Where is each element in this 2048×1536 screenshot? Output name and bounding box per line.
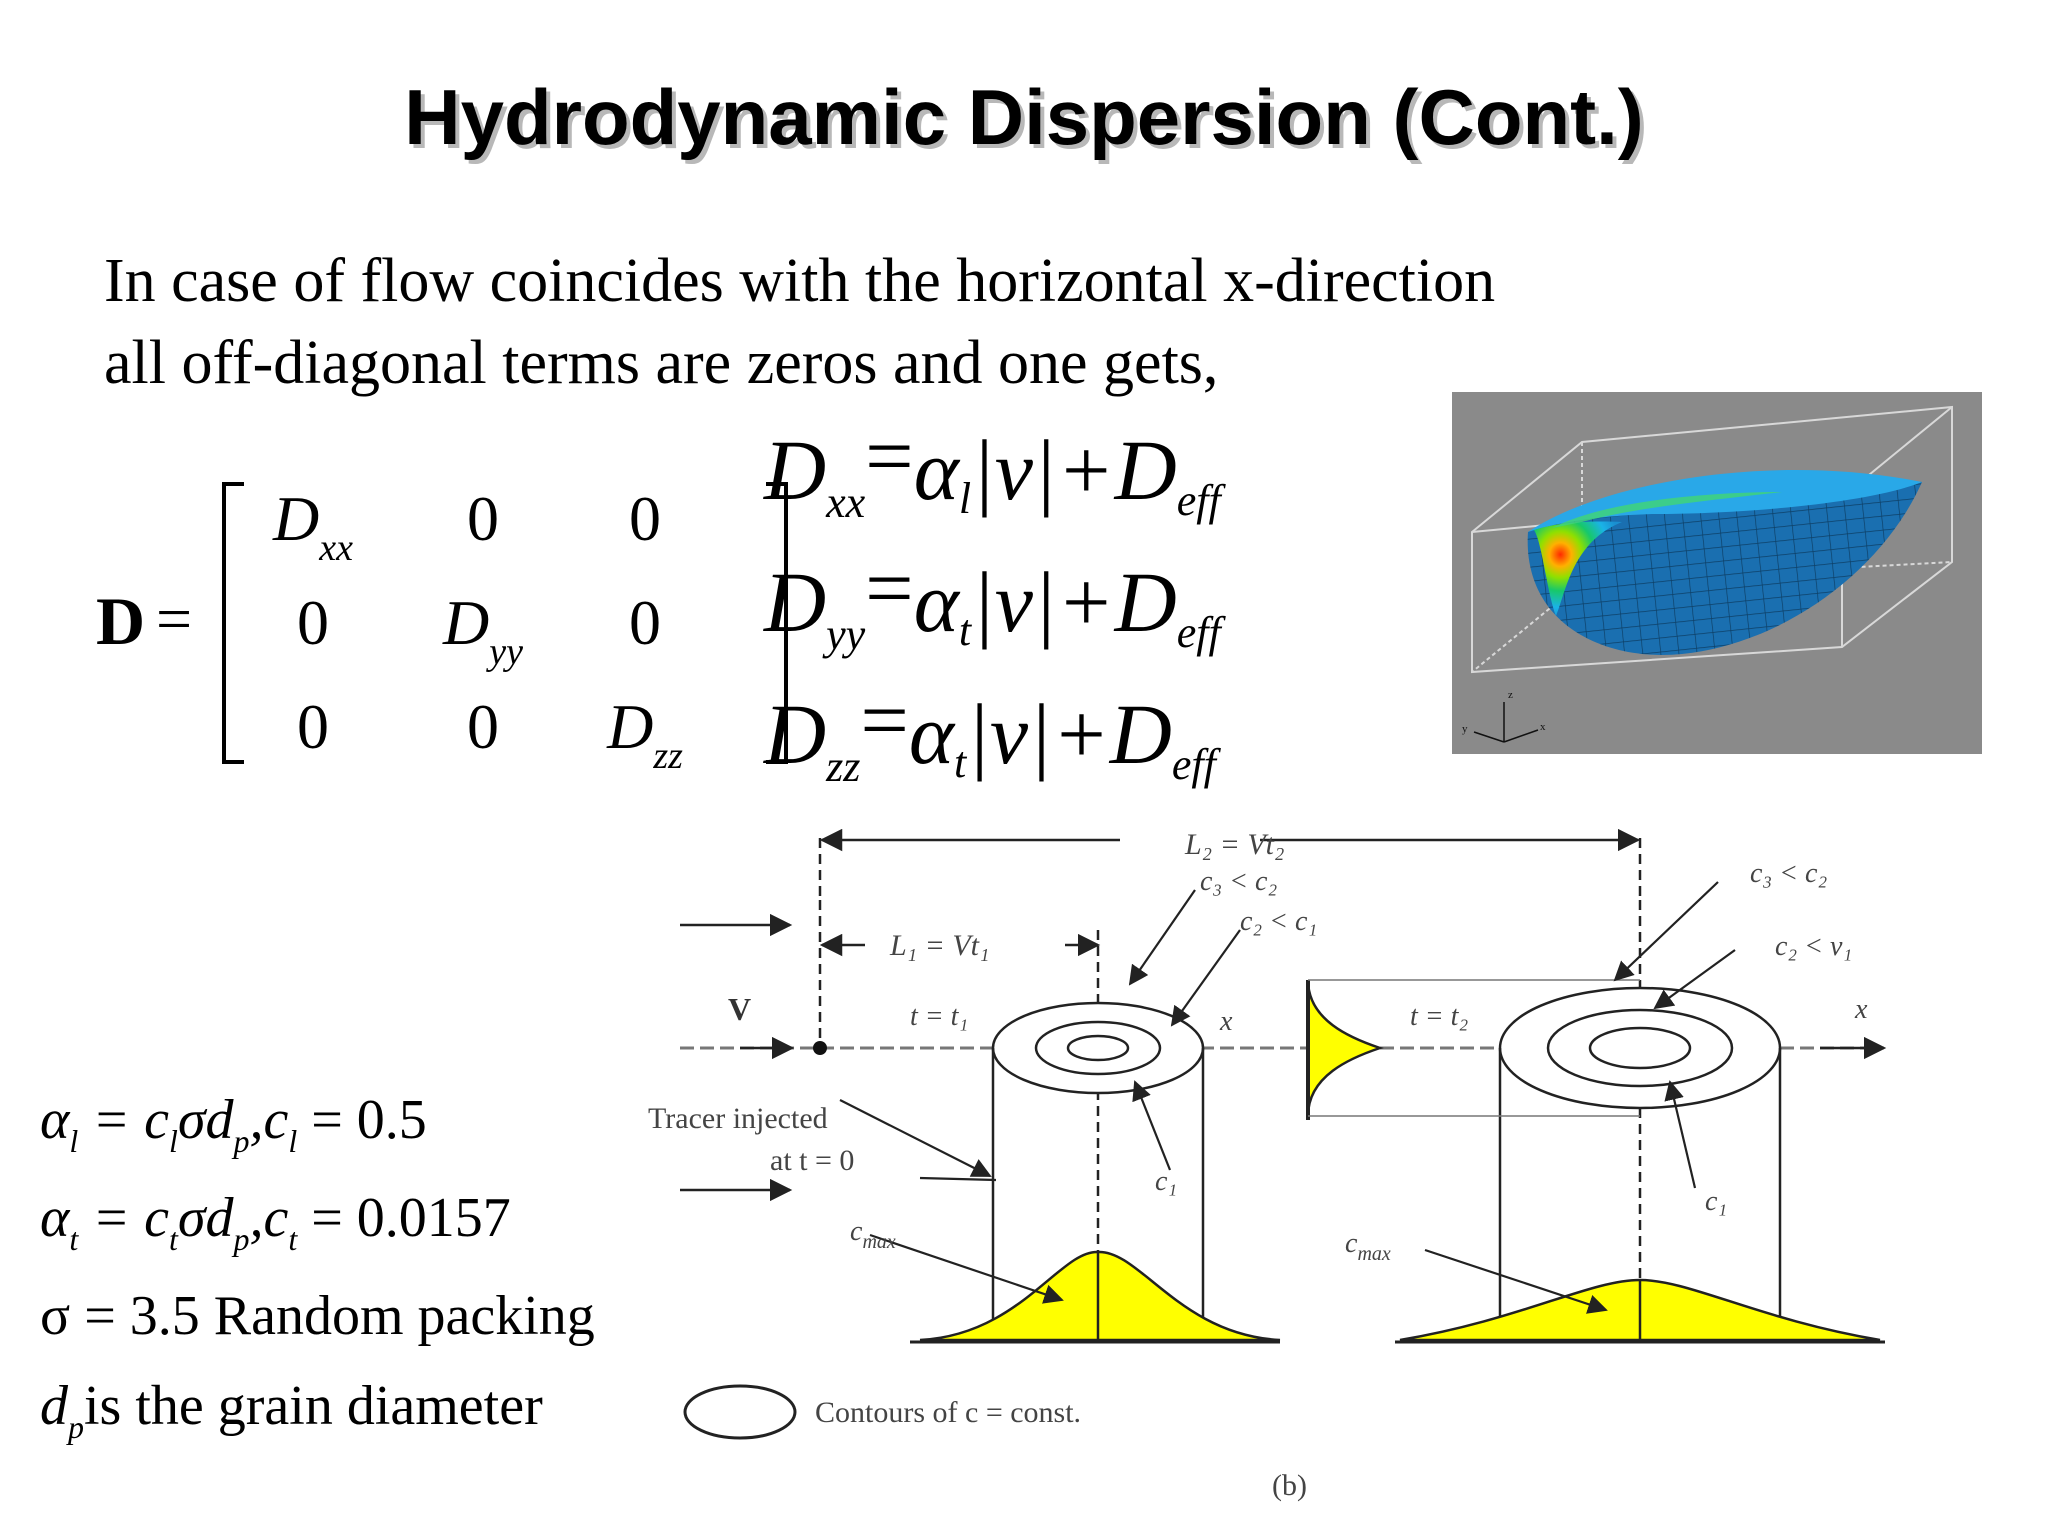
matrix-cell-2-3: 0 bbox=[629, 587, 661, 658]
label-c1-right: c₁ bbox=[1705, 1186, 1727, 1217]
matrix-cell-3-2: 0 bbox=[467, 691, 499, 762]
matrix-cell-1-1: Dxx bbox=[273, 483, 353, 569]
injection-point bbox=[813, 1041, 827, 1055]
plume-axis-z: z bbox=[1508, 689, 1513, 701]
plume-mesh bbox=[1527, 478, 1922, 655]
label-x-left: x bbox=[1219, 1006, 1233, 1037]
leader-c1-left bbox=[1132, 1080, 1172, 1171]
matrix-cell-2-2: Dyy bbox=[443, 587, 523, 673]
slide-title: Hydrodynamic Dispersion (Cont.) bbox=[404, 73, 1644, 161]
label-t1: t = t₁ bbox=[910, 1001, 968, 1032]
plume-top-face bbox=[1528, 470, 1922, 532]
param-sigma: σ = 3.5 Random packing bbox=[40, 1285, 595, 1347]
matrix-cell-2-1: 0 bbox=[297, 587, 329, 658]
leader-c2v1-right bbox=[1653, 949, 1736, 1010]
matrix-cell-1-3: 0 bbox=[629, 483, 661, 554]
param-grain-diameter: dpis the grain diameter bbox=[40, 1375, 543, 1445]
equation-dzz: Dzz=αt|v|+Deff bbox=[764, 672, 1216, 791]
plume-3d-image: z y x bbox=[1452, 392, 1982, 754]
label-c2c1-left: c₂ < c₁ bbox=[1240, 906, 1317, 937]
label-c1-left: c₁ bbox=[1155, 1166, 1177, 1197]
leader-c3c2-left bbox=[1128, 889, 1196, 986]
cylinder-left bbox=[991, 1001, 1205, 1340]
intro-line-1: In case of flow coincides with the horiz… bbox=[104, 247, 1496, 315]
label-c2v1-right: c₂ < v₁ bbox=[1775, 931, 1852, 962]
cylinder-right bbox=[1498, 986, 1782, 1340]
equation-dxx: Dxx=αl|v|+Deff bbox=[764, 408, 1221, 527]
matrix-equation: D = Dxx 0 0 0 Dyy 0 0 0 Dzz bbox=[90, 470, 788, 790]
param-alpha-l: αl = clσdp,cl = 0.5 bbox=[40, 1089, 427, 1159]
matrix-cell-3-1: 0 bbox=[297, 691, 329, 762]
side-profile bbox=[1306, 979, 1384, 1117]
profile-guides bbox=[1308, 979, 1640, 1117]
leader-tracer bbox=[839, 1099, 992, 1177]
label-cmax-right: cmax bbox=[1345, 1228, 1391, 1265]
label-t2: t = t₂ bbox=[1410, 1001, 1468, 1032]
leader-cmax-left bbox=[869, 1233, 1064, 1304]
label-c3c2-left: c₃ < c₂ bbox=[1200, 866, 1277, 897]
dispersion-diagram: L₂ = Vt₂ L₁ = Vt₁ c₃ < c₂ c₂ < c₁ c₃ < c… bbox=[648, 828, 1887, 1502]
figure-caption: (b) bbox=[1272, 1469, 1307, 1502]
matrix-cell-3-3: Dzz bbox=[607, 691, 683, 777]
label-tracer-2: at t = 0 bbox=[770, 1144, 854, 1177]
label-cmax-left: cmax bbox=[850, 1216, 896, 1253]
plume-hot-core bbox=[1534, 521, 1622, 616]
matrix-eq: = bbox=[156, 583, 193, 654]
legend-label: Contours of c = const. bbox=[815, 1396, 1081, 1429]
matrix-brackets bbox=[222, 482, 788, 764]
plume-contour-green bbox=[1552, 492, 1782, 528]
label-tracer-1: Tracer injected bbox=[648, 1102, 828, 1135]
label-l1: L₁ = Vt₁ bbox=[889, 929, 989, 962]
leader-tracer-2 bbox=[919, 1176, 997, 1182]
label-v: V bbox=[728, 991, 751, 1027]
plume-axis-x: x bbox=[1540, 721, 1546, 733]
leader-c1-right bbox=[1664, 1080, 1697, 1189]
equation-dyy: Dyy=αt|v|+Deff bbox=[764, 540, 1221, 659]
plume-axis-y: y bbox=[1462, 723, 1468, 735]
plume-axis-triad bbox=[1473, 702, 1539, 743]
legend-contour-icon bbox=[683, 1384, 797, 1440]
leader-c3c2-right bbox=[1613, 881, 1719, 982]
matrix-lhs: D bbox=[96, 583, 146, 659]
leader-cmax-right bbox=[1424, 1248, 1608, 1314]
intro-line-2: all off-diagonal terms are zeros and one… bbox=[104, 329, 1219, 397]
bell-curve-left bbox=[919, 1250, 1281, 1342]
label-l2: L₂ = Vt₂ bbox=[1184, 828, 1284, 861]
param-alpha-t: αt = ctσdp,ct = 0.0157 bbox=[40, 1187, 511, 1257]
matrix-cell-1-2: 0 bbox=[467, 483, 499, 554]
leader-c2c1-left bbox=[1170, 929, 1241, 1027]
label-c3c2-right: c₃ < c₂ bbox=[1750, 858, 1827, 889]
label-x-right: x bbox=[1854, 994, 1868, 1025]
